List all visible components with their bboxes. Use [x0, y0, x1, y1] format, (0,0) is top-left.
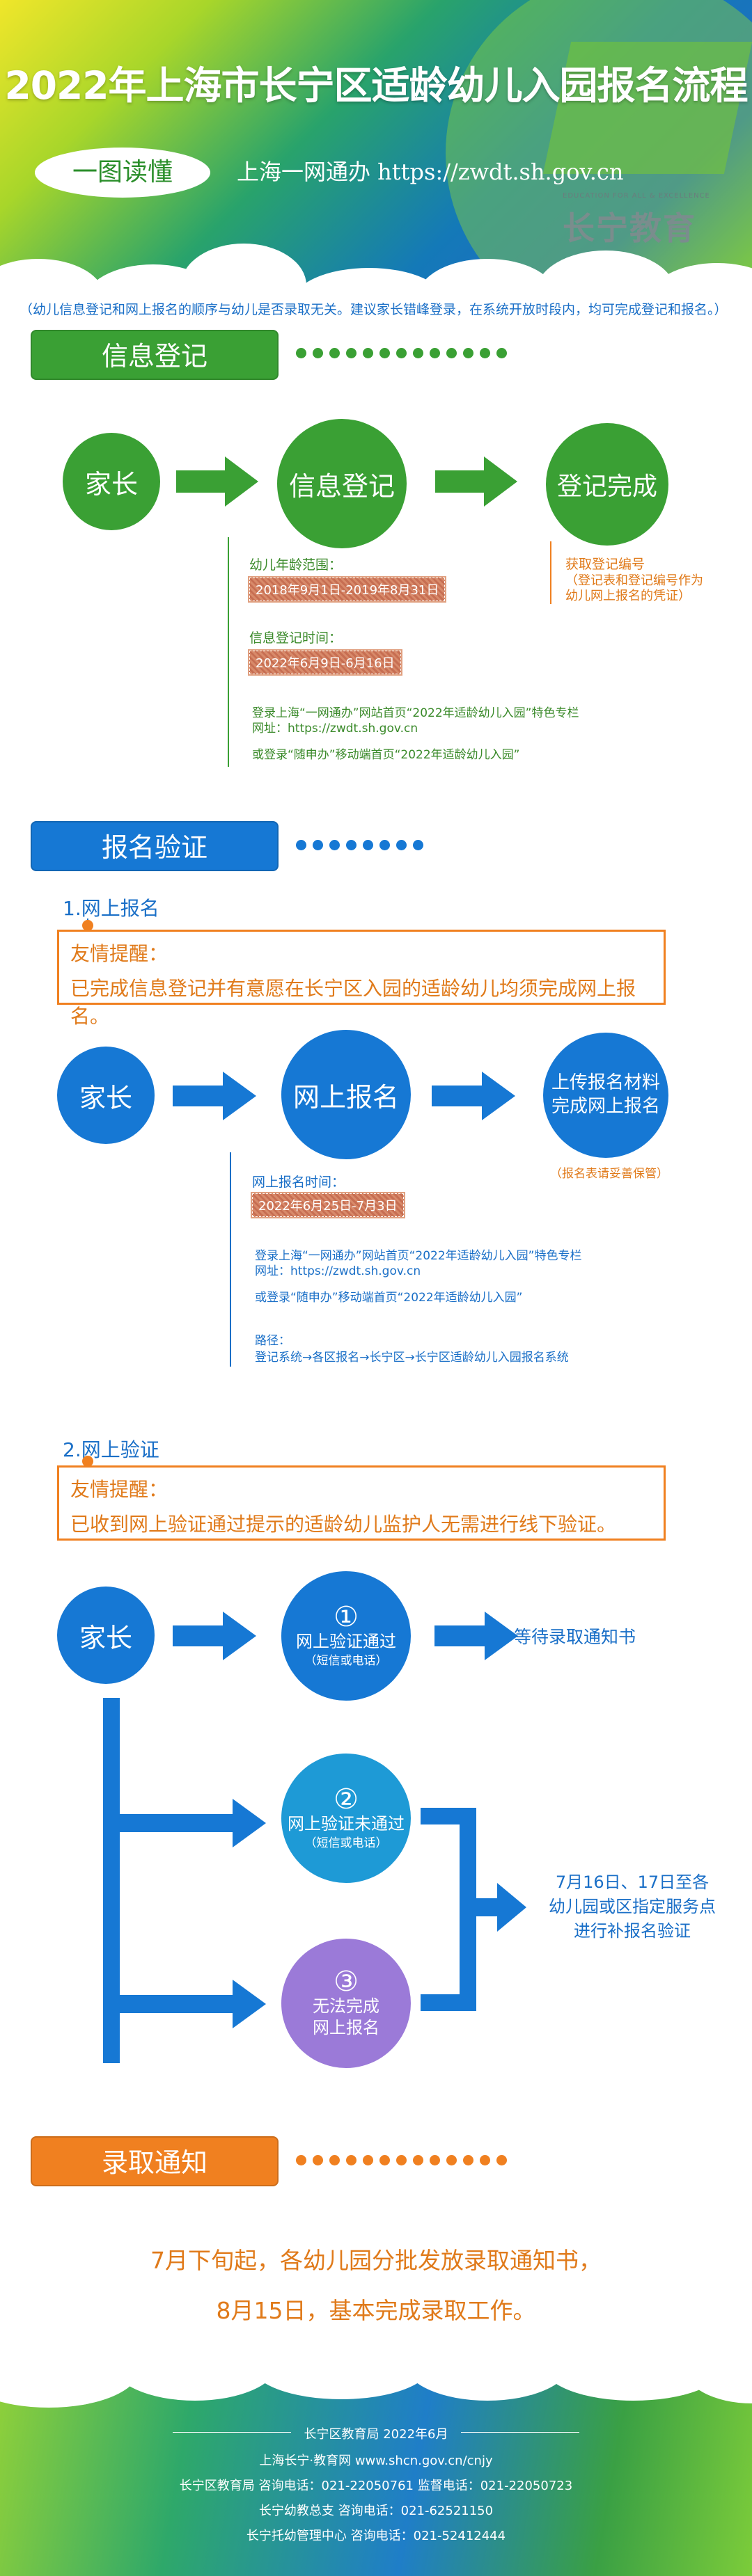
age-range-value: 2018年9月1日-2019年8月31日: [247, 576, 447, 603]
verify-number: ②: [334, 1783, 359, 1816]
keep-form-note: （报名表请妥善保管）: [550, 1167, 668, 1181]
reminder-text: 已收到网上验证通过提示的适龄幼儿监护人无需进行线下验证。: [70, 1513, 617, 1536]
app-instruction: 或登录“随申办”移动端首页“2022年适龄幼儿入园”: [252, 748, 520, 762]
result-wait-notice: 等待录取通知书: [514, 1627, 636, 1647]
dots-divider: [296, 2155, 513, 2168]
step-register: 信息登记: [277, 419, 407, 548]
bullet-dot: [82, 920, 93, 931]
bracket-line: [421, 1994, 461, 2011]
dots-divider: [296, 348, 513, 360]
section-header-register: 信息登记: [31, 330, 279, 380]
verify-method: （短信或电话）: [304, 1836, 388, 1850]
admission-line1: 7月下旬起，各幼儿园分批发放录取通知书，: [150, 2247, 602, 2274]
website-url[interactable]: 网址：https://zwdt.sh.gov.cn: [252, 722, 418, 736]
verify-text: 无法完成: [313, 1996, 379, 2016]
bracket-line: [460, 1808, 476, 2011]
upload-text: 上传报名材料: [551, 1072, 660, 1094]
reminder-title: 友情提醒：: [70, 1478, 169, 1501]
verify-failed: ② 网上验证未通过 （短信或电话）: [281, 1754, 411, 1883]
makeup-text: 7月16日、17日至各: [555, 1873, 710, 1892]
verify-text: 网上验证通过: [296, 1632, 396, 1652]
footer-contact: 长宁区教育局 咨询电话：021-22050761 监督电话：021-220507…: [179, 2479, 573, 2493]
path-label: 路径：: [255, 1334, 290, 1348]
subsection-online-verify: 2.网上验证: [63, 1438, 159, 1461]
get-number-note: 幼儿网上报名的凭证）: [565, 589, 691, 603]
arrow-right-icon: [435, 456, 517, 507]
verify-text: 网上验证未通过: [288, 1814, 405, 1834]
header-banner: 2022年上海市长宁区适龄幼儿入园报名流程 一图读懂 上海一网通办 https:…: [0, 0, 752, 299]
website-url[interactable]: 网址：https://zwdt.sh.gov.cn: [255, 1264, 421, 1278]
get-number-note: （登记表和登记编号作为: [565, 573, 703, 588]
divider-line: [173, 2432, 291, 2433]
website-instruction: 登录上海“一网通办”网站首页“2022年适龄幼儿入园”特色专栏: [252, 706, 579, 720]
footer: 长宁区教育局 2022年6月 上海长宁·教育网 www.shcn.gov.cn/…: [0, 2373, 752, 2576]
step-upload-materials: 上传报名材料 完成网上报名: [543, 1033, 668, 1158]
section-header-apply: 报名验证: [31, 821, 279, 871]
arrow-right-icon: [103, 1980, 266, 2028]
register-time-label: 信息登记时间：: [249, 630, 343, 646]
verify-number: ③: [334, 1965, 359, 1998]
cloud-shape: [111, 2373, 279, 2401]
arrow-right-icon: [476, 1883, 526, 1932]
admission-line2: 8月15日，基本完成录取工作。: [216, 2297, 536, 2324]
verify-method: （短信或电话）: [304, 1653, 388, 1668]
website-instruction: 登录上海“一网通办”网站首页“2022年适龄幼儿入园”特色专栏: [255, 1249, 582, 1263]
get-number-label: 获取登记编号: [565, 557, 645, 572]
reminder-text: 已完成信息登记并有意愿在长宁区入园的适龄幼儿均须完成网上报名。: [70, 977, 636, 1028]
bullet-dot: [82, 1456, 93, 1467]
divider-line: [230, 1152, 231, 1367]
cloud-shape: [404, 2373, 571, 2401]
read-badge: 一图读懂: [35, 148, 210, 198]
arrow-right-icon: [173, 1612, 256, 1660]
intro-note: （幼儿信息登记和网上报名的顺序与幼儿是否录取无关。建议家长错峰登录，在系统开放时…: [19, 302, 728, 317]
arrow-right-icon: [432, 1072, 515, 1120]
logo: 长宁教育: [563, 209, 696, 247]
register-time-value: 2022年6月9日-6月16日: [248, 649, 402, 676]
verify-text: 网上报名: [313, 2018, 379, 2037]
step-parent: 家长: [57, 1587, 155, 1684]
divider-line: [461, 2432, 579, 2433]
age-range-label: 幼儿年龄范围：: [249, 557, 343, 573]
makeup-text: 进行补报名验证: [574, 1921, 691, 1941]
footer-contact: 长宁托幼管理中心 咨询电话：021-52412444: [246, 2529, 506, 2543]
divider-line: [228, 537, 229, 767]
footer-org-date: 长宁区教育局 2022年6月: [304, 2427, 448, 2442]
step-online-apply: 网上报名: [281, 1030, 411, 1159]
reminder-box: 友情提醒： 已收到网上验证通过提示的适龄幼儿监护人无需进行线下验证。: [57, 1465, 666, 1541]
subsection-online-apply: 1.网上报名: [63, 897, 159, 920]
makeup-verify-note: 7月16日、17日至各 幼儿园或区指定服务点 进行补报名验证: [528, 1870, 737, 1943]
upload-text: 完成网上报名: [551, 1096, 660, 1117]
reminder-title: 友情提醒：: [70, 942, 169, 965]
apply-time-value: 2022年6月25日-7月3日: [251, 1192, 405, 1218]
footer-website[interactable]: 上海长宁·教育网 www.shcn.gov.cn/cnjy: [259, 2454, 493, 2468]
arrow-right-icon: [173, 1072, 256, 1120]
cloud-shape: [251, 2373, 432, 2399]
path-value: 登记系统→各区报名→长宁区→长宁区适龄幼儿入园报名系统: [255, 1351, 569, 1365]
step-parent: 家长: [63, 433, 160, 530]
apply-time-label: 网上报名时间：: [252, 1175, 345, 1190]
makeup-text: 幼儿园或区指定服务点: [549, 1896, 716, 1916]
verify-number: ①: [334, 1601, 359, 1634]
page-title: 2022年上海市长宁区适龄幼儿入园报名流程: [4, 63, 748, 108]
section-header-admission: 录取通知: [31, 2136, 279, 2186]
cloud-shape: [181, 244, 306, 299]
arrow-right-icon: [176, 456, 258, 507]
cannot-apply: ③ 无法完成 网上报名: [281, 1939, 411, 2068]
dots-divider: [296, 840, 430, 852]
arrow-right-icon: [120, 1799, 266, 1847]
verify-passed: ① 网上验证通过 （短信或电话）: [281, 1571, 411, 1701]
bracket-line: [421, 1808, 461, 1824]
logo-subtitle: EDUCATION FOR ALL & EXCELLENCE: [563, 192, 710, 200]
app-instruction: 或登录“随申办”移动端首页“2022年适龄幼儿入园”: [255, 1291, 523, 1305]
divider-line: [550, 541, 551, 604]
reminder-box: 友情提醒： 已完成信息登记并有意愿在长宁区入园的适龄幼儿均须完成网上报名。: [57, 930, 666, 1028]
arrow-right-icon: [434, 1612, 518, 1660]
step-parent: 家长: [57, 1047, 155, 1144]
step-register-done: 登记完成: [546, 423, 668, 546]
portal-link[interactable]: 上海一网通办 https://zwdt.sh.gov.cn: [237, 159, 624, 185]
footer-contact: 长宁幼教总支 咨询电话：021-62521150: [258, 2504, 494, 2518]
